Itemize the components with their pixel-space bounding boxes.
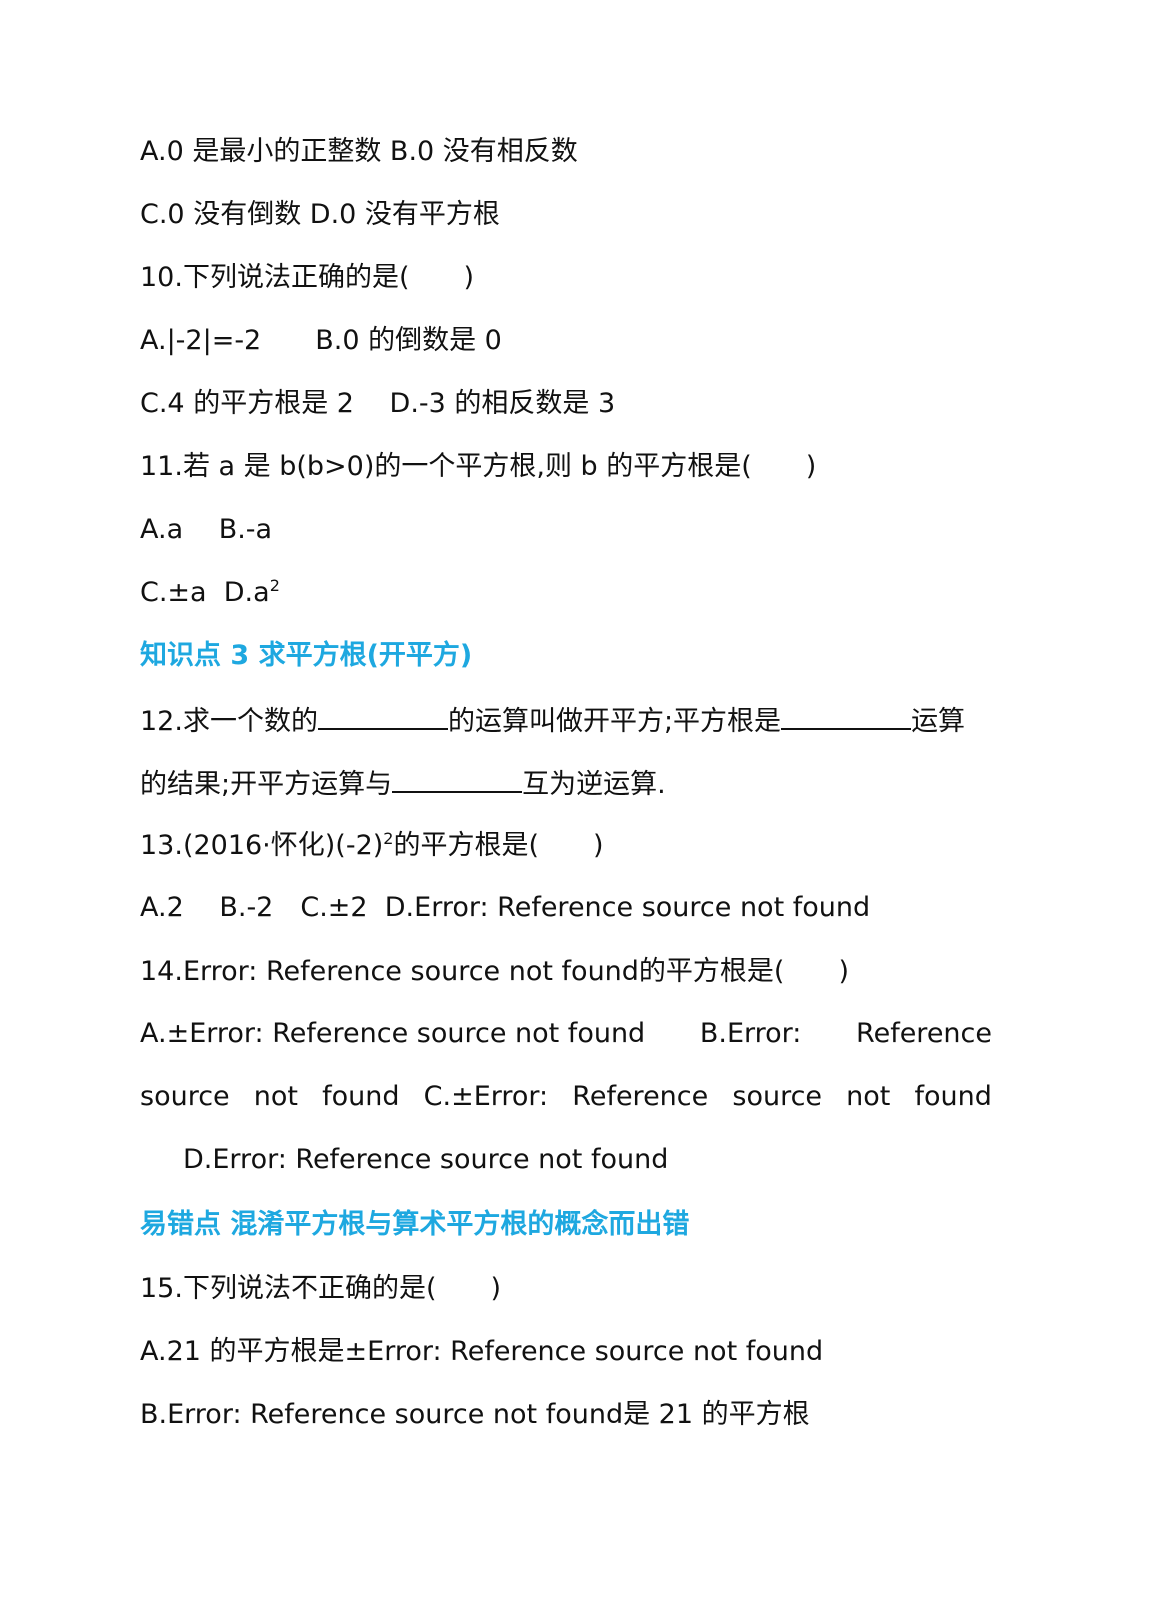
q14-word-3: found — [322, 1081, 400, 1112]
q14-stem: 14.Error: Reference source not found的平方根… — [140, 956, 850, 987]
q11-options-ab: A.a B.-a — [140, 514, 273, 545]
q11-exponent: 2 — [269, 576, 280, 595]
q14-word-2: not — [253, 1081, 299, 1112]
q12-text-d: 的结果;开平方运算与 — [140, 769, 393, 800]
q12-line2: 的结果;开平方运算与 互为逆运算. — [140, 765, 666, 803]
q14-options-line2: source not found C.±Error: Reference source no… — [140, 1079, 992, 1115]
q12-line1: 12.求一个数的 的运算叫做开平方;平方根是 运算 — [140, 702, 965, 740]
q14-word-8: found — [914, 1081, 992, 1112]
q14-option-b-word: Reference — [856, 1018, 992, 1049]
q13-exponent: 2 — [383, 829, 394, 848]
q12-text-c: 运算 — [911, 706, 966, 737]
q10-options-ab: A.|-2|=-2 B.0 的倒数是 0 — [140, 325, 502, 356]
q11-options-cd-text: C.±a D.a — [140, 577, 270, 608]
q14-word-6: source — [732, 1081, 823, 1112]
q11-stem: 11.若 a 是 b(b>0)的一个平方根,则 b 的平方根是( ) — [140, 451, 817, 482]
q10-options-cd: C.4 的平方根是 2 D.-3 的相反数是 3 — [140, 388, 616, 419]
q11-options-cd: C.±a D.a2 — [140, 575, 280, 611]
section-heading-error-prone: 易错点 混淆平方根与算术平方根的概念而出错 — [140, 1209, 690, 1240]
q14-option-a: A.±Error: Reference source not found — [140, 1018, 646, 1049]
section-heading-knowledge-3: 知识点 3 求平方根(开平方) — [140, 640, 473, 671]
q12-text-e: 互为逆运算. — [522, 769, 666, 800]
q14-option-c-label: C.±Error: — [423, 1081, 549, 1112]
q12-blank-1[interactable] — [317, 702, 448, 730]
q14-option-d: D.Error: Reference source not found — [183, 1144, 669, 1175]
q12-text-a: 12.求一个数的 — [140, 706, 318, 737]
q14-word-1: source — [140, 1081, 230, 1112]
q12-text-b: 的运算叫做开平方;平方根是 — [447, 706, 782, 737]
q13-text-a: 13.(2016·怀化)(-2) — [140, 830, 384, 861]
q13-options: A.2 B.-2 C.±2 D.Error: Reference source … — [140, 892, 871, 923]
q9-options-cd: C.0 没有倒数 D.0 没有平方根 — [140, 199, 500, 230]
q14-word-7: not — [846, 1081, 891, 1112]
q14-options-line1: A.±Error: Reference source not found B.Er… — [140, 1016, 992, 1052]
q12-blank-2[interactable] — [781, 702, 912, 730]
q15-stem: 15.下列说法不正确的是( ) — [140, 1273, 502, 1304]
q15-option-a: A.21 的平方根是±Error: Reference source not f… — [140, 1336, 824, 1367]
q15-option-b: B.Error: Reference source not found是 21 … — [140, 1399, 810, 1430]
q13-stem: 13.(2016·怀化)(-2)2的平方根是( ) — [140, 828, 604, 864]
q14-word-5: Reference — [572, 1081, 709, 1112]
q9-options-ab: A.0 是最小的正整数 B.0 没有相反数 — [140, 136, 578, 167]
q12-blank-3[interactable] — [392, 765, 523, 793]
q14-option-b-label: B.Error: — [699, 1018, 802, 1049]
q13-text-b: 的平方根是( ) — [393, 830, 604, 861]
q10-stem: 10.下列说法正确的是( ) — [140, 262, 475, 293]
